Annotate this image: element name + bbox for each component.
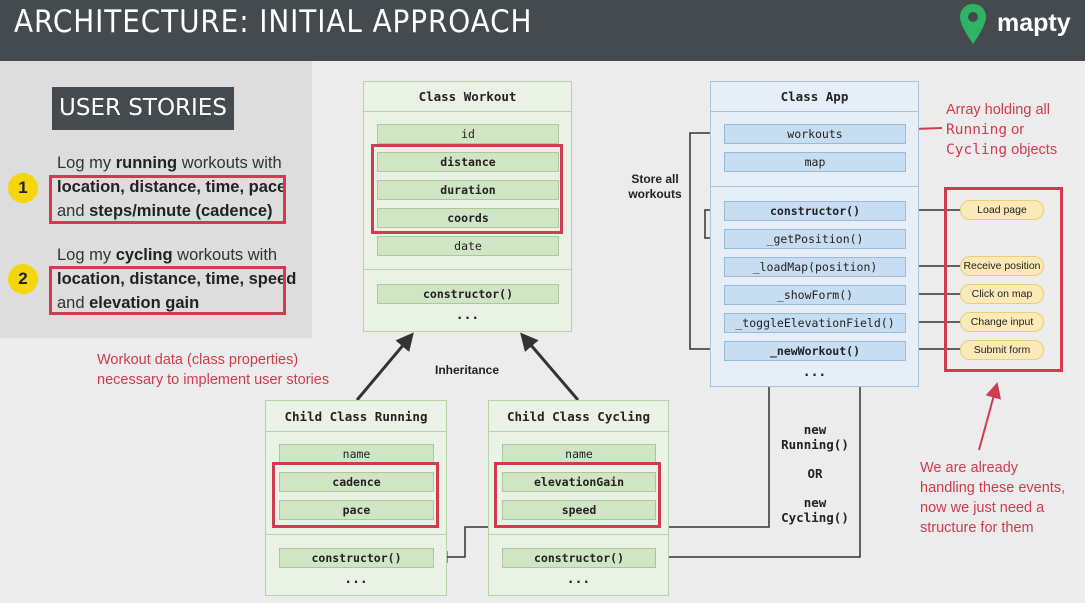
app-field-workouts: workouts — [724, 124, 906, 144]
event-submit-form: Submit form — [960, 340, 1044, 360]
header-bar: ARCHITECTURE: INITIAL APPROACH mapty — [0, 0, 1085, 61]
workout-more-dots: ... — [455, 308, 480, 323]
class-workout-box: Class Workout id distance duration coord… — [363, 81, 572, 332]
running-more-dots: ... — [344, 572, 368, 587]
workout-field-date: date — [377, 236, 559, 256]
cycling-field-name: name — [502, 444, 656, 464]
story-2-badge: 2 — [8, 264, 38, 294]
cycling-field-elevation-gain: elevationGain — [502, 472, 656, 492]
class-running-title: Child Class Running — [284, 409, 428, 424]
or-label: OR — [807, 466, 823, 481]
cycling-method-constructor: constructor() — [502, 548, 656, 568]
running-field-name: name — [279, 444, 434, 464]
workout-data-note: Workout data (class properties) necessar… — [97, 352, 330, 388]
cycling-fields-highlight — [494, 462, 661, 528]
story-1-line2: location, distance, time, pace — [57, 178, 287, 196]
handling-events-note: We are already handling these events, no… — [920, 460, 1066, 536]
page-title: ARCHITECTURE: INITIAL APPROACH — [14, 4, 533, 40]
class-app-box: Class App workouts map constructor() _ge… — [710, 81, 919, 387]
app-more-dots: ... — [802, 365, 827, 380]
map-pin-icon — [960, 4, 986, 44]
events-highlight — [944, 187, 1063, 372]
workout-method-constructor: constructor() — [377, 284, 559, 304]
cycling-field-speed: speed — [502, 500, 656, 520]
class-cycling-title: Child Class Cycling — [507, 409, 650, 424]
class-workout-title: Class Workout — [418, 89, 517, 104]
app-field-map: map — [724, 152, 906, 172]
class-cycling-box: Child Class Cycling name elevationGain s… — [488, 400, 669, 596]
new-cycling-label: new Cycling() — [781, 495, 849, 525]
class-running-box: Child Class Running name cadence pace co… — [265, 400, 447, 596]
event-receive-position: Receive position — [960, 256, 1044, 276]
story-2-line2: location, distance, time, speed — [57, 270, 297, 288]
inheritance-label: Inheritance — [434, 363, 500, 377]
running-method-constructor: constructor() — [279, 548, 434, 568]
story-2-line1: Log my cycling workouts with — [57, 246, 278, 264]
workout-field-id: id — [377, 124, 559, 144]
story-1-line1: Log my running workouts with — [57, 154, 282, 172]
app-method-get-position: _getPosition() — [724, 229, 906, 249]
story-1-line3: and steps/minute (cadence) — [57, 202, 273, 220]
story-1-badge: 1 — [8, 173, 38, 203]
class-app-title: Class App — [780, 89, 849, 104]
running-field-cadence: cadence — [279, 472, 434, 492]
story-1-highlight — [49, 175, 286, 224]
app-method-load-map: _loadMap(position) — [724, 257, 906, 277]
event-change-input: Change input — [960, 312, 1044, 332]
app-method-new-workout: _newWorkout() — [724, 341, 906, 361]
store-all-note: Store all workouts — [628, 172, 682, 201]
cycling-more-dots: ... — [566, 572, 591, 587]
running-field-pace: pace — [279, 500, 434, 520]
user-stories-title: USER STORIES — [52, 87, 234, 130]
running-fields-highlight — [272, 462, 439, 528]
event-click-on-map: Click on map — [960, 284, 1044, 304]
workout-fields-highlight — [371, 144, 563, 234]
app-method-show-form: _showForm() — [724, 285, 906, 305]
workout-field-distance: distance — [377, 152, 559, 172]
event-load-page: Load page — [960, 200, 1044, 220]
array-note: Array holding all Running or Cycling obj… — [946, 102, 1058, 158]
app-method-toggle-elevation: _toggleElevationField() — [724, 313, 906, 333]
new-running-label: new Running() — [781, 422, 849, 452]
workout-field-coords: coords — [377, 208, 559, 228]
workout-field-duration: duration — [377, 180, 559, 200]
story-2-highlight — [49, 266, 286, 315]
app-method-constructor: constructor() — [724, 201, 906, 221]
logo-text: mapty — [997, 9, 1071, 37]
story-2-line3: and elevation gain — [57, 294, 200, 312]
